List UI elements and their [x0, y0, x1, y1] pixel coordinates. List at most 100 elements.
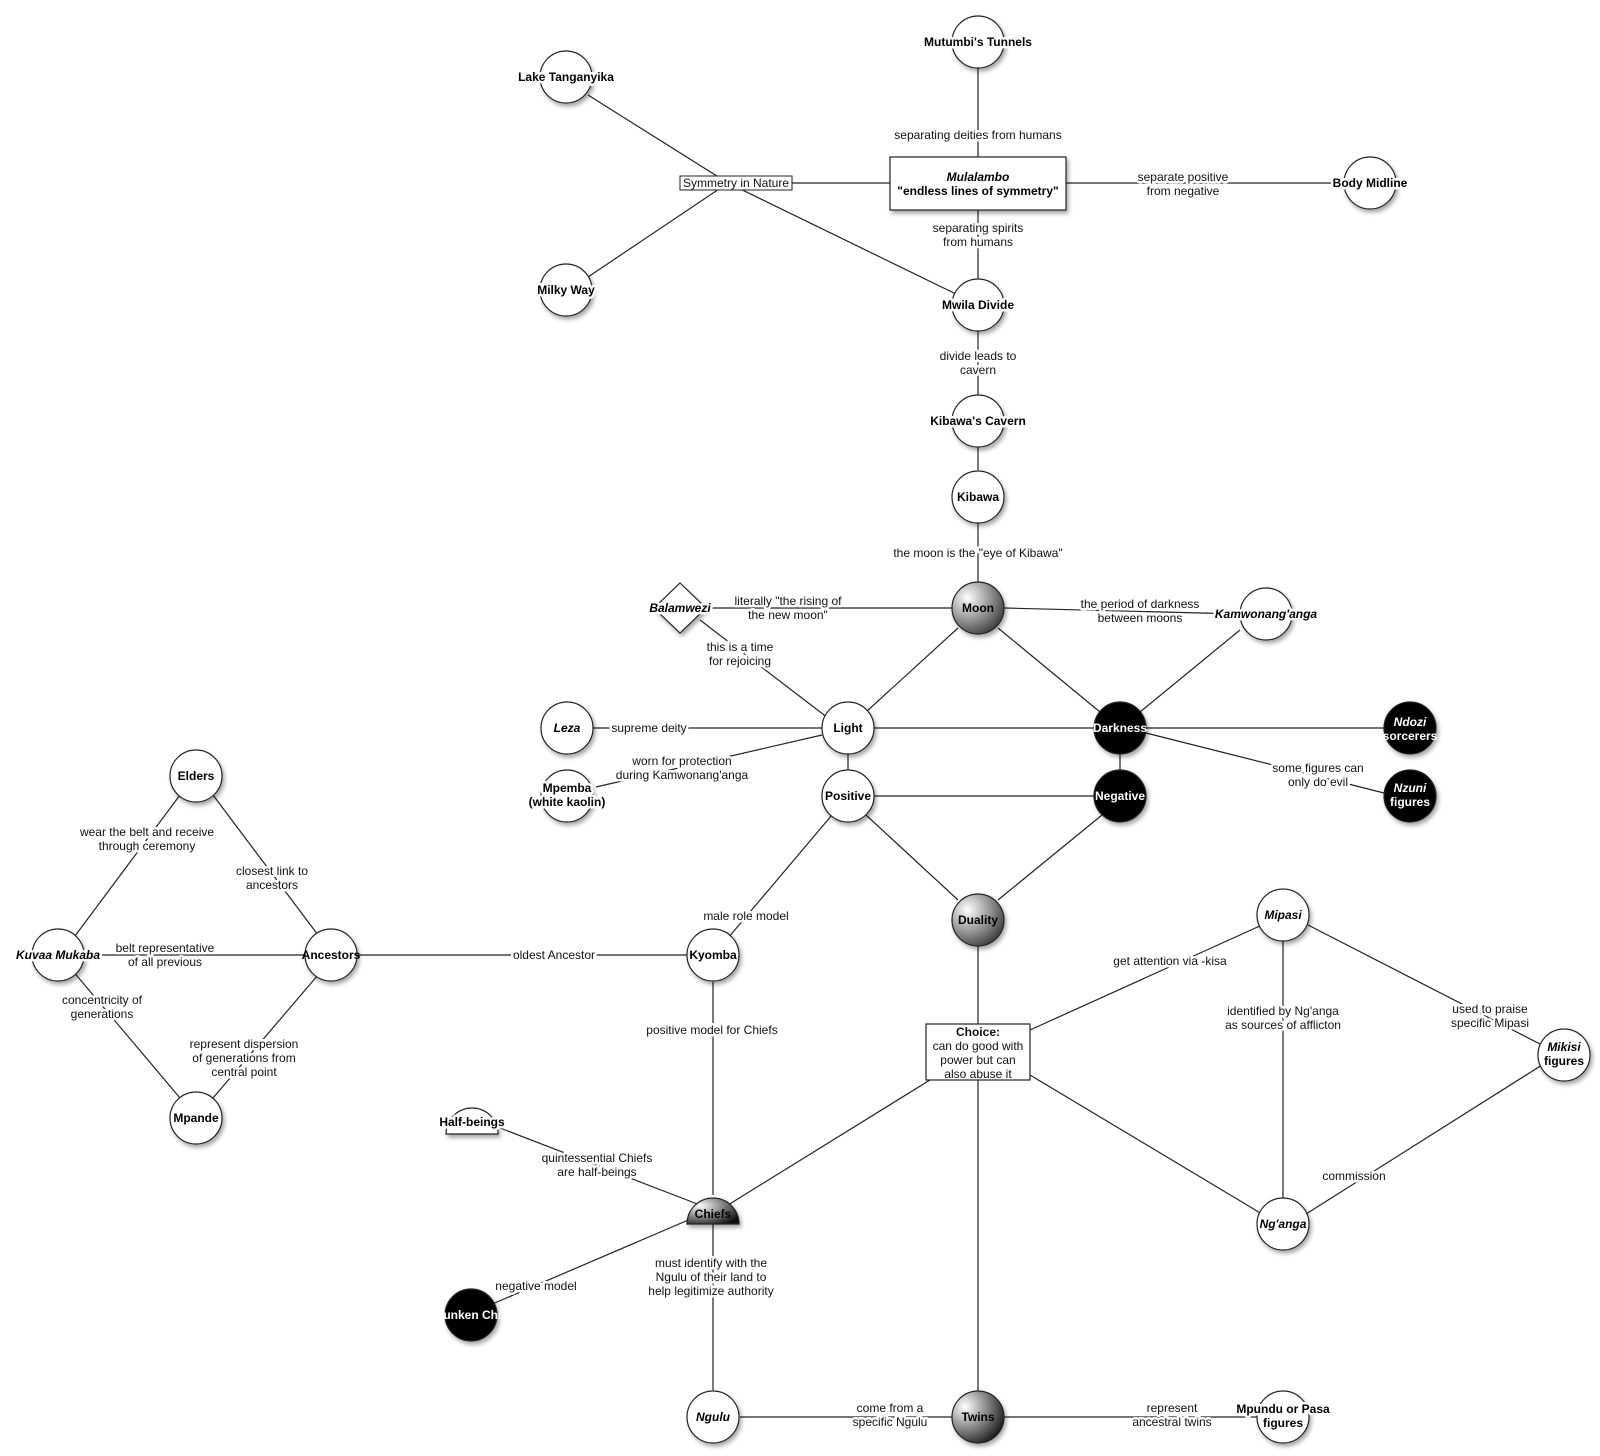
node-lake-tanganyika[interactable]: Lake Tanganyika — [516, 50, 617, 104]
svg-text:Kuvaa Mukaba: Kuvaa Mukaba — [16, 948, 100, 962]
node-ancestors[interactable]: Ancestors — [302, 928, 361, 982]
svg-text:Ng'anga: Ng'anga — [1260, 1217, 1307, 1231]
connector-lines — [71, 68, 1543, 1418]
svg-text:Lake Tanganyika: Lake Tanganyika — [518, 70, 614, 84]
svg-text:Kamwonang'anga: Kamwonang'anga — [1215, 607, 1318, 621]
svg-text:Milky Way: Milky Way — [537, 283, 595, 297]
svg-text:Positive: Positive — [825, 789, 871, 803]
svg-text:Moon: Moon — [962, 601, 994, 615]
svg-text:Mpemba(white kaolin): Mpemba(white kaolin) — [529, 781, 606, 809]
node-mpande[interactable]: Mpande — [169, 1091, 223, 1145]
node-drunken-chief[interactable]: "Drunken Chief" — [424, 1288, 518, 1342]
node-moon[interactable]: Moon — [951, 581, 1005, 635]
svg-text:Body Midline: Body Midline — [1333, 176, 1408, 190]
edge-moon-darkness — [997, 627, 1101, 713]
node-leza[interactable]: Leza — [540, 701, 594, 755]
edge-choice-nganga — [1029, 1074, 1263, 1215]
node-chiefs[interactable]: Chiefs — [686, 1197, 740, 1225]
edge-choice-chiefs — [727, 1079, 931, 1206]
edge-label-get-attention: get attention via -kisa — [1113, 954, 1227, 968]
svg-text:"Drunken Chief": "Drunken Chief" — [424, 1308, 517, 1322]
node-kyomba[interactable]: Kyomba — [686, 928, 740, 982]
node-ngulu[interactable]: Ngulu — [686, 1390, 740, 1444]
edge-moon-kamwonanganga — [1003, 607, 1241, 615]
node-mipasi[interactable]: Mipasi — [1256, 888, 1310, 942]
edge-mpemba-light — [595, 734, 823, 788]
edge-halfbeings-chiefs — [499, 1127, 701, 1206]
node-kibawa[interactable]: Kibawa — [951, 470, 1005, 524]
svg-text:Ngulu: Ngulu — [696, 1410, 731, 1424]
edge-label-separating-deities: separating deities from humans — [894, 128, 1061, 142]
edge-label-moon-eye: the moon is the "eye of Kibawa" — [893, 546, 1062, 560]
edge-label-oldest-ancestor: oldest Ancestor — [513, 948, 595, 962]
node-balamwezi[interactable]: Balamwezi — [647, 582, 714, 634]
edge-chiefs-drunken — [489, 1214, 701, 1306]
node-darkness[interactable]: Darkness — [1093, 701, 1147, 755]
node-mwila-divide[interactable]: Mwila Divide — [939, 278, 1017, 332]
edge-mikisi-nganga — [1305, 1064, 1543, 1215]
node-milky-way[interactable]: Milky Way — [535, 263, 598, 317]
svg-text:Chiefs: Chiefs — [695, 1207, 732, 1221]
node-kamwonanganga[interactable]: Kamwonang'anga — [1212, 587, 1320, 641]
edge-balamwezi-light — [699, 619, 829, 719]
edge-label-male-role: male role model — [703, 909, 788, 923]
node-kuvaa-mukaba[interactable]: Kuvaa Mukaba — [13, 928, 103, 982]
svg-text:Leza: Leza — [554, 721, 581, 735]
svg-text:Symmetry in Nature: Symmetry in Nature — [683, 176, 789, 190]
node-light[interactable]: Light — [821, 701, 875, 755]
svg-text:Half-beings: Half-beings — [439, 1115, 505, 1129]
edge-positive-duality — [865, 814, 959, 901]
node-body-midline[interactable]: Body Midline — [1330, 156, 1410, 210]
svg-text:Duality: Duality — [958, 913, 998, 927]
node-elders[interactable]: Elders — [169, 749, 223, 803]
edge-kamwonanganga-darkness — [1139, 629, 1241, 713]
node-duality[interactable]: Duality — [951, 893, 1005, 947]
node-mpemba[interactable]: Mpemba(white kaolin) — [526, 769, 608, 823]
edge-elders-kuvaa — [71, 794, 181, 941]
edge-kuvaa-mpande — [71, 969, 181, 1099]
svg-text:Elders: Elders — [178, 769, 215, 783]
edge-label-positive-model: positive model for Chiefs — [646, 1023, 777, 1037]
node-kibawas-cavern[interactable]: Kibawa's Cavern — [928, 394, 1028, 448]
edge-labels: separating deities from humans separate … — [59, 126, 1531, 1432]
node-positive[interactable]: Positive — [821, 769, 875, 823]
svg-text:Twins: Twins — [961, 1410, 994, 1424]
node-symmetry-in-nature[interactable]: Symmetry in Nature — [679, 175, 793, 191]
node-negative[interactable]: Negative — [1093, 769, 1147, 823]
node-mutumbis-tunnels[interactable]: Mutumbi's Tunnels — [922, 15, 1035, 69]
node-twins[interactable]: Twins — [951, 1390, 1005, 1444]
svg-text:Kibawa's Cavern: Kibawa's Cavern — [930, 414, 1026, 428]
svg-text:Mutumbi's Tunnels: Mutumbi's Tunnels — [924, 35, 1032, 49]
edge-label-commission: commission — [1322, 1169, 1385, 1183]
node-mulalambo[interactable]: Mulalambo"endless lines of symmetry" — [889, 156, 1067, 211]
edge-label-negative-model: negative model — [495, 1279, 576, 1293]
node-half-beings[interactable]: Half-beings — [437, 1107, 507, 1135]
edge-negative-duality — [997, 814, 1103, 901]
svg-text:Darkness: Darkness — [1093, 721, 1147, 735]
edge-darkness-nzuni — [1145, 732, 1385, 794]
svg-text:Ancestors: Ancestors — [302, 948, 361, 962]
node-nganga[interactable]: Ng'anga — [1256, 1197, 1310, 1251]
